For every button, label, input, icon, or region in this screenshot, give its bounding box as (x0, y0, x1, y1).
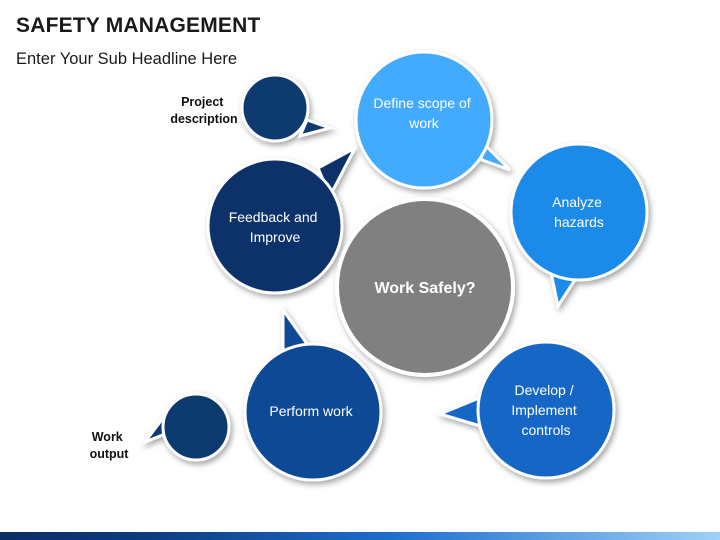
output-label-line-1: Work (92, 430, 123, 444)
bottom-accent-bar (0, 532, 720, 540)
output-label-line-2: output (90, 447, 130, 461)
perform-bubble-label: Perform work (269, 403, 353, 419)
perform-bubble-circle (243, 342, 383, 482)
work-output-bubble (140, 392, 231, 462)
develop-label-line-3: controls (521, 422, 570, 438)
feedback-label-line-2: Improve (250, 229, 301, 245)
step-define-bubble: Define scope of work (354, 50, 512, 190)
center-circle: Work Safely? (335, 197, 515, 377)
page-title: SAFETY MANAGEMENT (16, 14, 261, 37)
step-perform-bubble: Perform work (243, 305, 383, 482)
output-bubble-circle (161, 392, 231, 462)
analyze-bubble-circle (509, 142, 649, 282)
project-label-line-1: Project (181, 95, 224, 109)
work-output-label: Work output (90, 430, 130, 461)
analyze-label-line-2: hazards (554, 214, 604, 230)
define-bubble-label: Define scope of work (373, 95, 474, 131)
project-bubble-circle (240, 73, 310, 143)
develop-bubble-circle (476, 340, 616, 480)
develop-label-line-1: Develop / (514, 382, 573, 398)
perform-label-line-1: Perform work (269, 403, 353, 419)
center-label: Work Safely? (374, 280, 475, 297)
define-label-line-2: work (408, 115, 440, 131)
define-bubble-circle (354, 50, 494, 190)
feedback-label-line-1: Feedback and (229, 209, 318, 225)
step-develop-bubble: Develop / Implement controls (435, 340, 616, 480)
page-subtitle: Enter Your Sub Headline Here (16, 50, 238, 68)
define-label-line-1: Define scope of (373, 95, 470, 111)
project-bubble-shape (297, 118, 336, 139)
analyze-bubble-label: Analyze hazards (552, 194, 606, 230)
project-label-line-2: description (170, 112, 237, 126)
center-circle-shape (335, 197, 515, 377)
step-analyze-bubble: Analyze hazards (509, 142, 649, 310)
project-description-bubble (240, 73, 336, 143)
develop-bubble-label: Develop / Implement controls (511, 382, 580, 438)
develop-label-line-2: Implement (511, 402, 576, 418)
analyze-label-line-1: Analyze (552, 194, 602, 210)
project-description-label: Project description (170, 95, 237, 126)
feedback-bubble-label: Feedback and Improve (229, 209, 322, 245)
step-feedback-bubble: Feedback and Improve (206, 144, 359, 295)
feedback-bubble-circle (206, 157, 344, 295)
